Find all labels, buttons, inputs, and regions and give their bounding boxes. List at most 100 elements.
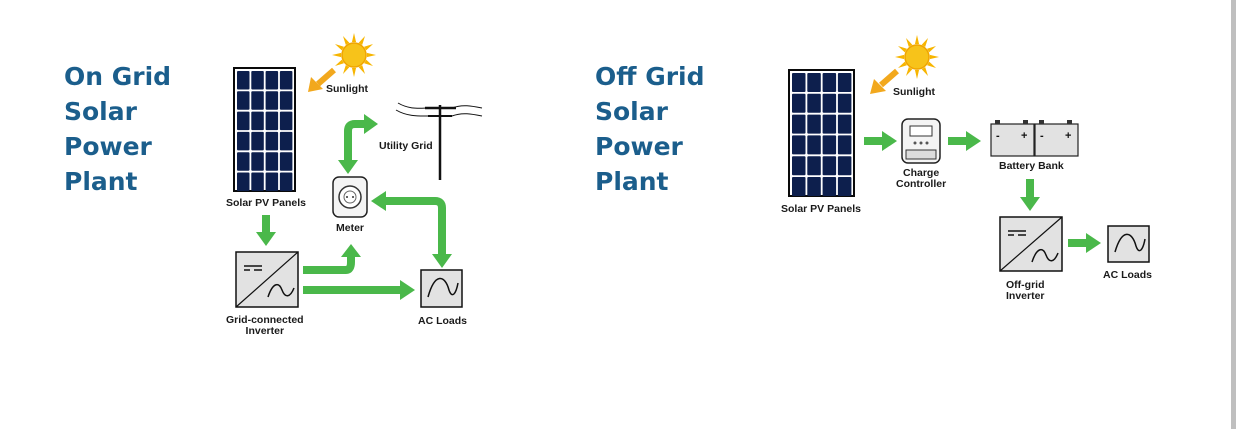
sun-ray — [929, 54, 939, 60]
pv-cell — [265, 152, 279, 171]
sun-ray — [921, 37, 928, 47]
sun-ray — [343, 35, 350, 45]
on-grid-sunlight-arrow — [308, 67, 336, 92]
pv-cell — [265, 172, 279, 191]
pv-cell — [237, 111, 250, 131]
battery-bank-label: Battery Bank — [999, 160, 1064, 172]
sun-ray — [364, 44, 374, 51]
inverter-label-line: Inverter — [245, 325, 285, 337]
on-grid-ac-loads-icon — [420, 269, 463, 308]
pv-cell — [279, 91, 293, 110]
pv-cell — [792, 177, 806, 196]
on-grid-sunlight-label: Sunlight — [326, 83, 368, 95]
sun-ray — [921, 67, 928, 77]
battery-bank-icon: - + - + — [990, 120, 1079, 157]
pv-cell — [807, 135, 821, 155]
on-grid-title-line: Power — [64, 132, 152, 161]
svg-text:-: - — [996, 130, 1000, 142]
sun-ray — [358, 35, 365, 45]
svg-text:+: + — [1021, 130, 1027, 142]
off-grid-title: Off Grid Solar Power Plant — [595, 59, 705, 199]
on-grid-title: On Grid Solar Power Plant — [64, 59, 171, 199]
pv-cell — [251, 111, 264, 131]
on-grid-solar-panel-icon — [233, 67, 296, 192]
sun-ray — [343, 65, 350, 75]
on-grid-title-line: On Grid — [64, 62, 172, 91]
sun-ray — [334, 44, 344, 51]
pv-cell — [265, 71, 279, 90]
sun-ray — [897, 46, 907, 53]
sun-ray — [332, 52, 342, 58]
pv-cell — [807, 93, 821, 113]
charge-controller-label-line: Charge — [902, 167, 940, 179]
grid-connected-inverter-label: Grid-connected Inverter — [226, 315, 304, 337]
utility-grid-label: Utility Grid — [379, 140, 433, 152]
pv-cell — [822, 177, 837, 196]
meter-label: Meter — [336, 222, 365, 234]
sun-ray — [906, 67, 913, 77]
meter-icon — [332, 176, 368, 218]
pv-cell — [237, 152, 250, 171]
pv-cell — [265, 91, 279, 110]
pv-cell — [822, 93, 837, 113]
off-grid-inverter-label: Off-grid Inverter — [1006, 280, 1045, 302]
pv-cell — [237, 131, 250, 151]
on-grid-title-line: Plant — [64, 167, 138, 196]
pv-cell — [265, 111, 279, 131]
off-grid-solar-panels-label: Solar PV Panels — [781, 203, 861, 215]
pv-cell — [837, 135, 852, 155]
sun-ray — [334, 59, 344, 66]
charge-controller-icon — [901, 118, 941, 164]
right-edge-rule — [1231, 0, 1236, 429]
pv-cell — [237, 172, 250, 191]
off-grid-inverter-label-line: Off-grid — [1006, 279, 1045, 291]
pv-cell — [792, 114, 806, 134]
pv-cell — [822, 156, 837, 176]
on-grid-flow-arrows — [256, 114, 452, 300]
off-grid-title-line: Off Grid — [595, 62, 705, 91]
off-grid-solar-panel-icon — [788, 69, 855, 197]
sun-ray — [914, 35, 920, 45]
pv-cell — [822, 135, 837, 155]
off-grid-inverter-icon — [999, 216, 1063, 272]
off-grid-sunlight-label: Sunlight — [893, 86, 935, 98]
pv-cell — [807, 73, 821, 92]
pv-cell — [807, 177, 821, 196]
sun-ray — [927, 61, 937, 68]
off-grid-title-line: Solar — [595, 97, 668, 126]
pv-cell — [251, 172, 264, 191]
on-grid-solar-panels-label: Solar PV Panels — [226, 197, 306, 209]
sun-ray — [914, 69, 920, 79]
pv-cell — [279, 131, 293, 151]
sun-ray — [897, 61, 907, 68]
pv-cell — [837, 93, 852, 113]
pv-cell — [237, 91, 250, 110]
charge-controller-label: Charge Controller — [896, 168, 946, 190]
on-grid-ac-loads-label: AC Loads — [418, 315, 468, 327]
sun-ray — [358, 65, 365, 75]
sun-ray — [927, 46, 937, 53]
svg-text:-: - — [1040, 130, 1044, 142]
off-grid-title-line: Power — [595, 132, 683, 161]
pv-cell — [279, 152, 293, 171]
on-grid-title-line: Solar — [64, 97, 137, 126]
pv-cell — [807, 156, 821, 176]
off-grid-sun-icon — [895, 35, 939, 79]
off-grid-inverter-label-line: Inverter — [1006, 290, 1045, 302]
pv-cell — [837, 156, 852, 176]
utility-pole-icon — [395, 102, 483, 180]
sun-ray — [351, 33, 357, 43]
grid-connected-inverter-icon — [235, 251, 299, 308]
pv-cell — [251, 131, 264, 151]
pv-cell — [265, 131, 279, 151]
pv-cell — [237, 71, 250, 90]
sun-ray — [366, 52, 376, 58]
pv-cell — [822, 114, 837, 134]
inverter-label-line: Grid-connected — [226, 314, 304, 326]
off-grid-ac-loads-label: AC Loads — [1103, 269, 1153, 281]
pv-cell — [837, 177, 852, 196]
sun-ray — [351, 67, 357, 77]
pv-cell — [822, 73, 837, 92]
pv-cell — [279, 71, 293, 90]
